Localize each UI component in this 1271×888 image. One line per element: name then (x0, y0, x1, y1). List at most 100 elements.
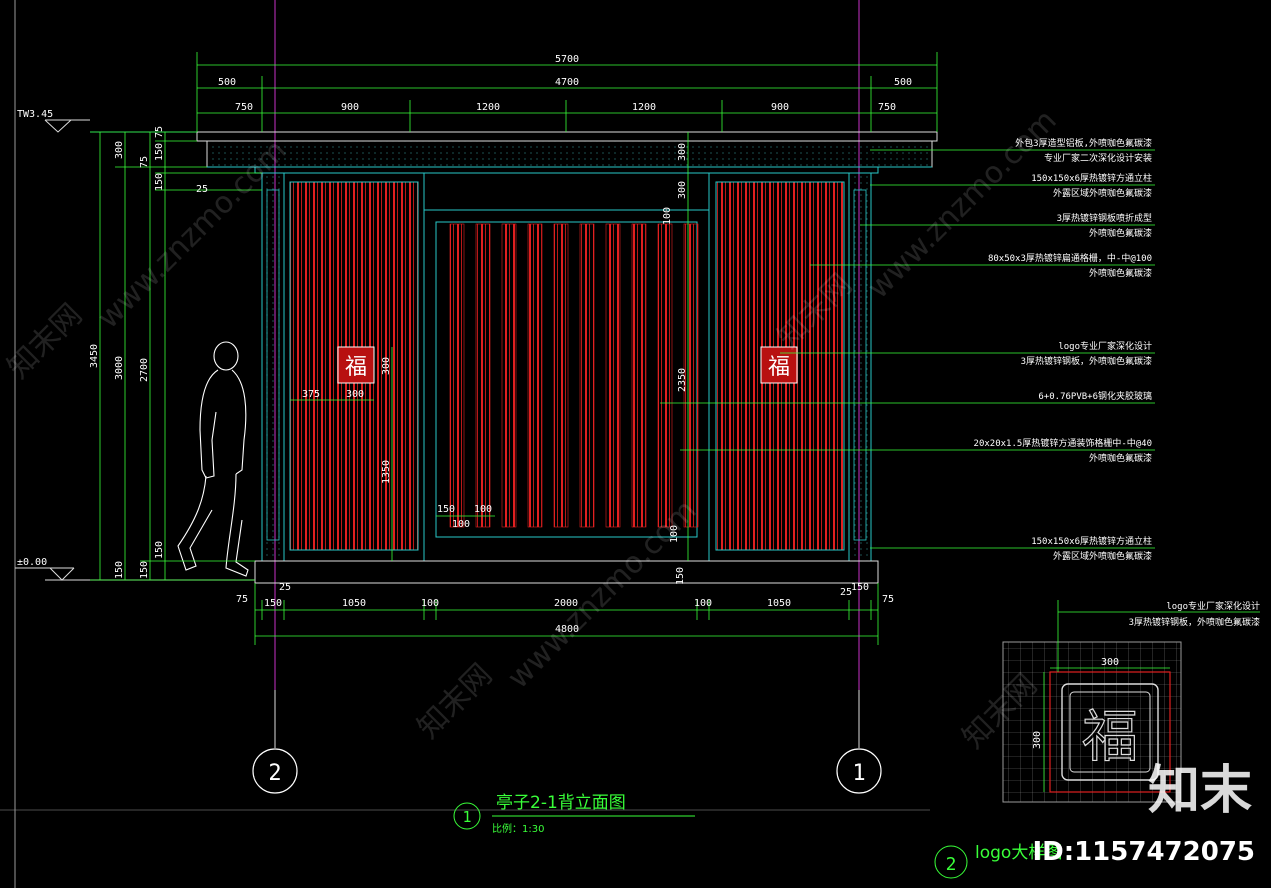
left-dimensions (90, 131, 262, 581)
dim-inner: 4700 (555, 77, 579, 88)
annotation-line-1: 外包3厚造型铝板,外喷咖色氟碳漆 (1015, 137, 1152, 149)
annotation-line-2: 专业厂家二次深化设计安装 (1044, 152, 1152, 164)
dim-roof-150b: 150 (154, 173, 165, 191)
annotation-line-1: 3厚热镀锌钢板喷折成型 (1057, 212, 1152, 224)
annotation-line-1: logo专业厂家深化设计 (1058, 340, 1152, 352)
dim-seg-0: 750 (235, 102, 253, 113)
logo-detail-width: 300 (1101, 657, 1119, 668)
dim-logo-h: 300 (381, 357, 392, 375)
logo-detail-note-1: logo专业厂家深化设计 (1166, 600, 1260, 612)
dim-seg-1: 900 (341, 102, 359, 113)
center-slat (579, 223, 595, 528)
center-slat (657, 223, 673, 528)
dim-slat-150: 150 (437, 504, 455, 515)
annotation-line-2: 外露区域外喷咖色氟碳漆 (1053, 187, 1152, 199)
logo-detail-glyph: 福 (1082, 705, 1138, 770)
dim-seg-3: 1200 (632, 102, 656, 113)
logo-detail: 福 logo专业厂家深化设计 3厚热镀锌钢板，外喷咖色氟碳漆 300 300 (1002, 600, 1260, 803)
level-ground-label: ±0.00 (17, 557, 47, 568)
base-plinth (254, 560, 879, 584)
dim-b-3: 100 (421, 598, 439, 609)
level-top: TW3.45 (17, 109, 197, 133)
logo-detail-height: 300 (1032, 731, 1043, 749)
dim-seg-5: 750 (878, 102, 896, 113)
annotation-line-2: 外露区域外喷咖色氟碳漆 (1053, 550, 1152, 562)
center-screen (423, 209, 710, 562)
watermark-site-3: www.znzmo.com (861, 103, 1064, 306)
dim-3000: 3000 (114, 356, 125, 380)
dim-roof-150a: 150 (154, 143, 165, 161)
dim-slat-100b: 100 (452, 519, 470, 530)
title-scale: 比例：1:30 (492, 822, 544, 835)
logo-mark-left (337, 346, 375, 384)
dim-b-6: 1050 (767, 598, 791, 609)
dim-inner-300a: 300 (677, 143, 688, 161)
title2-main: logo大样图 (975, 843, 1062, 863)
column-right (848, 172, 872, 562)
title-number: 1 (462, 808, 471, 826)
center-slat (475, 223, 491, 528)
center-slat (631, 223, 647, 528)
annotation-line-2: 外喷咖色氟碳漆 (1089, 227, 1152, 239)
center-slat (605, 223, 621, 528)
panel-right: 福 (708, 172, 850, 562)
dim-bottom-total: 4800 (555, 624, 579, 635)
dim-b-0: 75 (236, 594, 248, 605)
center-slats (449, 223, 699, 528)
annotation-line-2: 外喷咖色氟碳漆 (1089, 267, 1152, 279)
annotation-line-2: 3厚热镀锌钢板，外喷咖色氟碳漆 (1021, 355, 1152, 367)
title-main: 亭子2-1背立面图 (496, 793, 626, 813)
logo-detail-note-2: 3厚热镀锌钢板，外喷咖色氟碳漆 (1129, 616, 1260, 628)
axis-bubble-left (252, 748, 298, 794)
dim-inner-100b: 100 (669, 525, 680, 543)
scale-figure-icon (177, 341, 249, 577)
title-block-1: 1 亭子2-1背立面图 比例：1:30 (453, 793, 695, 835)
dim-logo-y: 1350 (381, 460, 392, 484)
dim-b-2: 1050 (342, 598, 366, 609)
roof (196, 131, 938, 174)
column-left (261, 172, 285, 562)
dim-inner-300b: 300 (677, 181, 688, 199)
dim-seg-4: 900 (771, 102, 789, 113)
center-slat (449, 223, 465, 528)
dim-roof-75b: 75 (139, 156, 150, 168)
top-dimensions (196, 52, 938, 132)
inner-dimensions (290, 132, 689, 561)
dim-b-1: 150 (264, 598, 282, 609)
dim-edge-25: 25 (196, 184, 208, 195)
dim-slat-100: 100 (474, 504, 492, 515)
bottom-dimensions (254, 583, 879, 645)
dim-base-150c: 150 (154, 541, 165, 559)
dim-b-8: 150 (851, 582, 869, 593)
dim-base-150a: 150 (114, 561, 125, 579)
logo-glyph-right: 福 (768, 355, 790, 380)
dim-3450: 3450 (89, 344, 100, 368)
dim-b-edge-l: 25 (279, 582, 291, 593)
watermark-brand-1: 知末网 (1, 297, 89, 385)
center-slat (501, 223, 517, 528)
axis-bubble-right (836, 748, 882, 794)
level-ground: ±0.00 (15, 557, 75, 581)
watermark-logo: 知末 (1148, 761, 1252, 821)
dim-b-4: 2000 (554, 598, 578, 609)
annotation-leaders (660, 149, 1155, 549)
annotation-line-1: 6+0.76PVB+6钢化夹胶玻璃 (1038, 390, 1152, 402)
dim-overhang-right: 500 (894, 77, 912, 88)
axis-label-right: 1 (852, 761, 865, 786)
dim-inner-2350: 2350 (677, 368, 688, 392)
panel-left: 福 (283, 172, 425, 562)
axis-label-left: 2 (268, 761, 281, 786)
level-top-label: TW3.45 (17, 109, 53, 120)
title-block-2: 2 logo大样图 (934, 843, 1062, 879)
center-slat (683, 223, 699, 528)
dim-inner-150: 150 (675, 567, 686, 585)
annotation-line-1: 150x150x6厚热镀锌方通立柱 (1031, 172, 1152, 184)
annotation-line-1: 80x50x3厚热镀锌扁通格栅，中-中@100 (988, 252, 1152, 264)
dim-overall: 5700 (555, 54, 579, 65)
annotation-line-2: 外喷咖色氟碳漆 (1089, 452, 1152, 464)
center-slat (527, 223, 543, 528)
annotation-line-1: 150x150x6厚热镀锌方通立柱 (1031, 535, 1152, 547)
dim-base-150b: 150 (139, 561, 150, 579)
